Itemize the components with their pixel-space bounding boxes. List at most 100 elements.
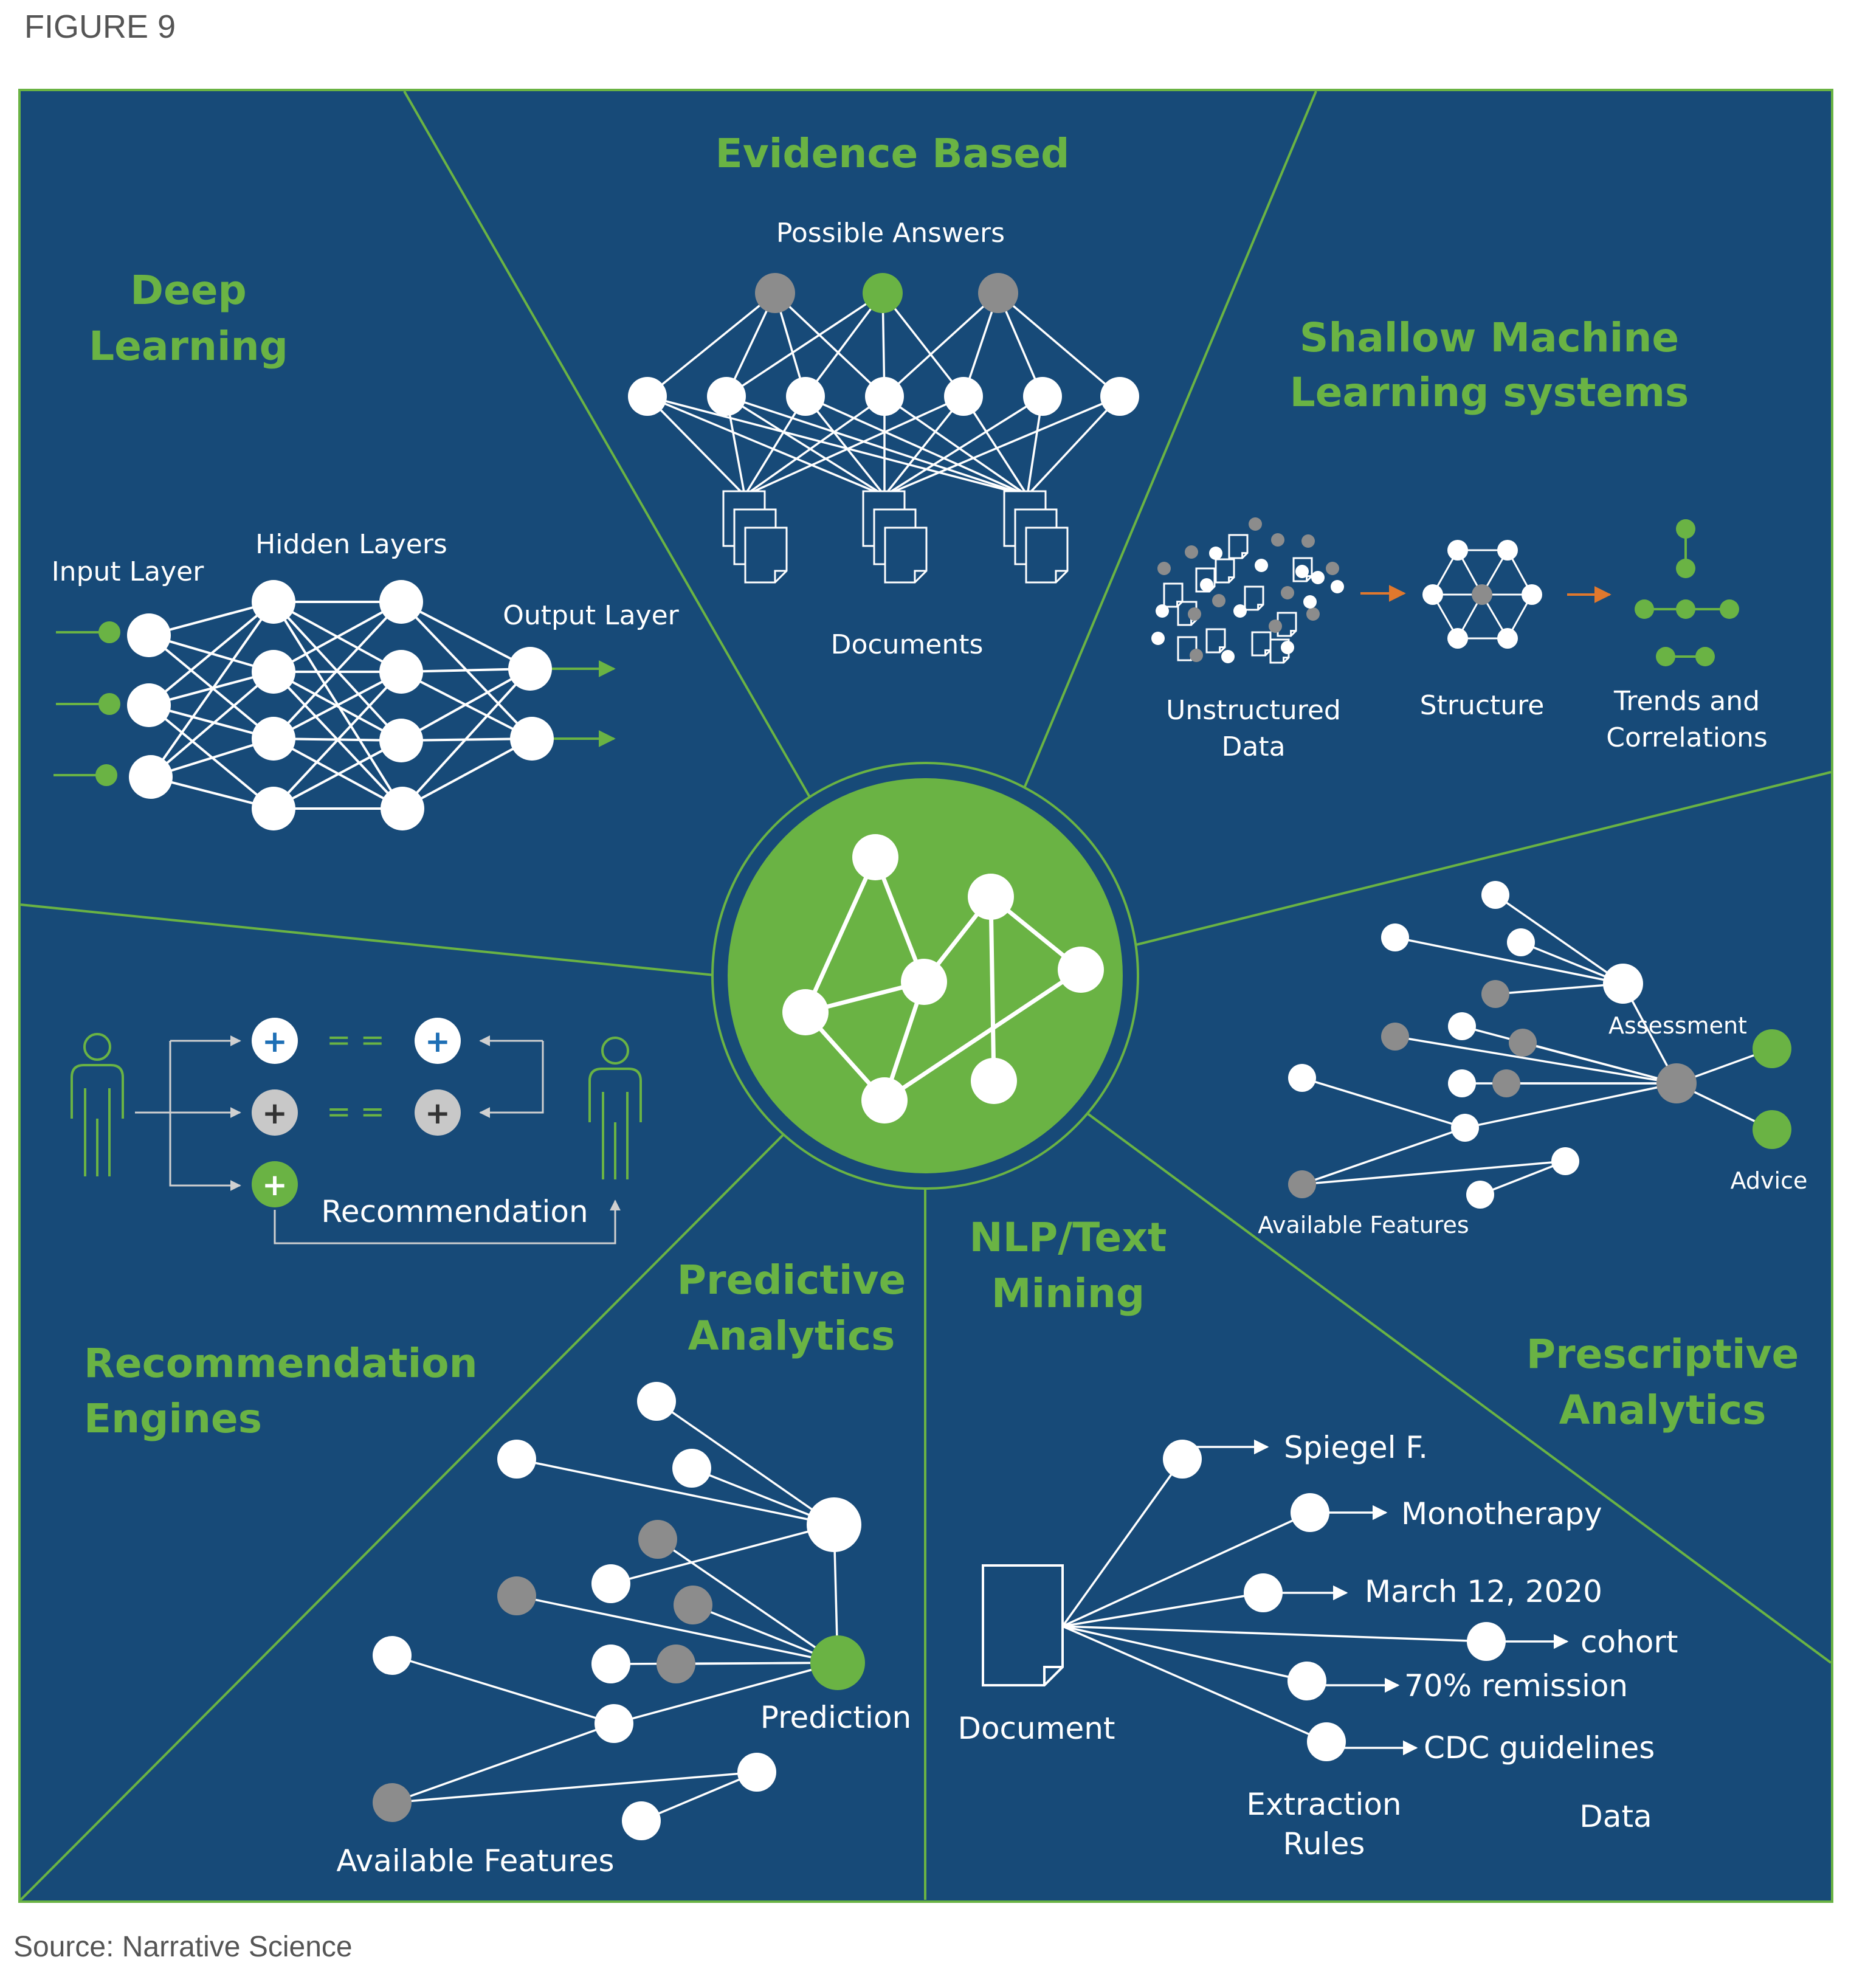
prediction-node (810, 1635, 865, 1690)
extracted-3: March 12, 2020 (1365, 1574, 1602, 1609)
center-hub (711, 762, 1139, 1190)
document-icon (1163, 582, 1184, 608)
data-dot (1269, 620, 1282, 633)
document-label: Document (957, 1711, 1115, 1746)
predictive-edges (391, 1400, 839, 1822)
prescriptive-gray-nodes (1288, 980, 1697, 1198)
nlp-title-2: Mining (991, 1270, 1145, 1317)
trends-label-2: Correlations (1606, 722, 1768, 753)
data-dot (1281, 586, 1294, 599)
data-dot (1157, 562, 1171, 575)
extracted-2: Monotherapy (1401, 1496, 1602, 1531)
data-dot (1306, 607, 1320, 621)
data-dot (1255, 559, 1268, 572)
predictive-title-1: Predictive (677, 1257, 906, 1303)
data-dot (1301, 534, 1315, 548)
hidden-layers-label: Hidden Layers (255, 529, 447, 560)
document-icon (884, 526, 928, 584)
equals-sign-1: = = (326, 1023, 385, 1057)
document-icon (1228, 534, 1249, 559)
documents-label: Documents (831, 629, 984, 660)
shallow-ml-title-1: Shallow Machine (1300, 314, 1679, 361)
data-dot (1281, 641, 1294, 654)
document-icon (1251, 631, 1272, 657)
prescriptive-section: Prescriptive Analytics (1258, 881, 1807, 1434)
recommendation-section: Recommendation Engines + + + + + (71, 1018, 642, 1442)
nlp-nodes (1163, 1440, 1506, 1761)
predictive-white-nodes (373, 1382, 861, 1840)
output-layer-label: Output Layer (503, 600, 679, 631)
shallow-ml-section: Shallow Machine Learning systems (1151, 314, 1768, 762)
trends-graph (1635, 519, 1739, 666)
prescriptive-features-label: Available Features (1258, 1212, 1469, 1238)
document-icon (1215, 558, 1235, 584)
nlp-title-1: NLP/Text (970, 1214, 1167, 1261)
recommendation-title-2: Engines (84, 1395, 262, 1442)
advice-nodes (1753, 1029, 1791, 1149)
evidence-edges (646, 292, 1121, 497)
extracted-6: CDC guidelines (1424, 1730, 1655, 1765)
data-dot (1326, 562, 1339, 575)
plus-node-3 (252, 1089, 298, 1136)
plus-sign-2: + (425, 1024, 450, 1059)
input-arrows (53, 621, 120, 786)
person-icon-left (71, 1033, 124, 1176)
recommendation-label: Recommendation (321, 1194, 588, 1229)
structure-graph (1422, 540, 1542, 649)
data-dot (1249, 517, 1262, 531)
document-stack (722, 490, 788, 584)
trends-label-1: Trends and (1613, 686, 1760, 717)
data-dot (1212, 594, 1225, 607)
data-dot (1188, 607, 1201, 621)
data-dot (1185, 545, 1198, 559)
plus-sign-5: + (262, 1167, 288, 1203)
predictive-section: Predictive Analytics (336, 1257, 911, 1879)
data-dot (1295, 565, 1309, 578)
data-label: Data (1579, 1799, 1652, 1834)
document-stack (862, 490, 928, 584)
evidence-based-section: Evidence Based Possible Answers Document… (628, 130, 1139, 660)
data-dot (1331, 580, 1344, 593)
prescriptive-white-nodes (1288, 881, 1643, 1209)
document-stack (1003, 490, 1069, 584)
predictive-gray-nodes (373, 1520, 712, 1822)
person-icon-right (588, 1037, 642, 1179)
advice-label: Advice (1731, 1167, 1808, 1194)
plus-sign-3: + (262, 1096, 288, 1131)
extraction-label-1: Extraction (1246, 1787, 1401, 1822)
data-dot (1221, 650, 1235, 663)
extracted-1: Spiegel F. (1284, 1430, 1428, 1465)
extraction-label-2: Rules (1283, 1826, 1365, 1862)
nlp-section: NLP/Text Mining Spiegel F. Monothera (957, 1214, 1678, 1862)
deep-learning-title-1: Deep (130, 267, 247, 314)
recommendation-title-1: Recommendation (84, 1340, 478, 1387)
assessment-label: Assessment (1608, 1012, 1747, 1039)
data-dot (1303, 595, 1317, 609)
evidence-nodes (628, 377, 1139, 416)
unstructured-label-2: Data (1221, 731, 1285, 762)
document-icon (744, 526, 788, 584)
data-dot (1271, 533, 1284, 547)
plus-sign-1: + (262, 1024, 288, 1059)
data-dot (1200, 578, 1213, 592)
deep-learning-section: Deep Learning Input Layer Hidden Layers … (52, 267, 680, 830)
data-dot (1156, 604, 1169, 618)
data-dot (1190, 649, 1203, 662)
extracted-4: cohort (1580, 1624, 1678, 1660)
prescriptive-title-1: Prescriptive (1526, 1331, 1799, 1378)
input-layer-label: Input Layer (52, 556, 205, 587)
data-dot (1311, 571, 1325, 584)
plus-node-2 (415, 1018, 461, 1064)
evidence-based-title: Evidence Based (715, 130, 1070, 177)
prediction-label: Prediction (760, 1700, 911, 1735)
structure-label: Structure (1420, 690, 1545, 721)
source-label: Source: Narrative Science (13, 1931, 353, 1963)
document-icon (982, 1564, 1064, 1686)
plus-node-1 (252, 1018, 298, 1064)
neural-net-nodes (127, 580, 554, 830)
equals-sign-2: = = (326, 1095, 385, 1129)
possible-answers-label: Possible Answers (776, 218, 1005, 249)
shallow-ml-title-2: Learning systems (1290, 369, 1689, 416)
